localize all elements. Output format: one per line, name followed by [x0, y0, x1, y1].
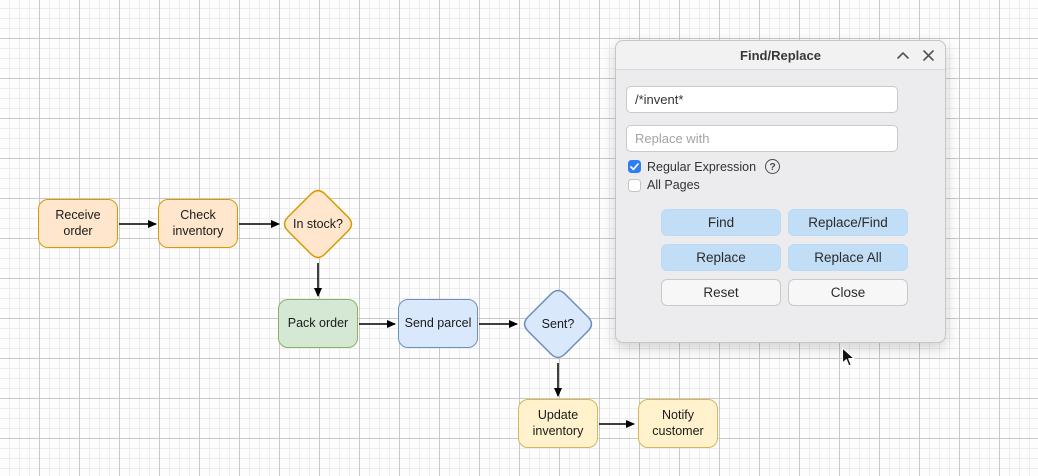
node-label: Notify customer	[652, 407, 704, 438]
mouse-cursor-icon	[841, 347, 856, 373]
node-check-inventory[interactable]: Check inventory	[158, 199, 238, 248]
node-label: Update inventory	[532, 407, 584, 438]
close-icon[interactable]	[922, 49, 935, 62]
node-update-inventory[interactable]: Update inventory	[518, 399, 598, 448]
reset-button[interactable]: Reset	[661, 279, 781, 306]
replace-all-button[interactable]: Replace All	[788, 244, 908, 271]
regular-expression-label: Regular Expression	[647, 159, 757, 174]
node-label: In stock?	[293, 217, 343, 231]
search-input[interactable]	[626, 86, 898, 113]
replace-find-button[interactable]: Replace/Find	[788, 209, 908, 236]
replace-button[interactable]: Replace	[661, 244, 781, 271]
node-send-parcel[interactable]: Send parcel	[398, 299, 478, 348]
node-label: Pack order	[287, 315, 349, 330]
find-replace-dialog: Find/Replace Regular Expression ? All Pa…	[615, 40, 946, 343]
collapse-icon[interactable]	[896, 49, 909, 62]
checkmark-icon	[630, 162, 639, 170]
replace-input[interactable]	[626, 125, 898, 152]
regular-expression-checkbox[interactable]	[628, 160, 641, 173]
help-icon[interactable]: ?	[765, 159, 781, 174]
all-pages-label: All Pages	[647, 178, 700, 192]
node-sent[interactable]: Sent?	[523, 289, 593, 359]
node-pack-order[interactable]: Pack order	[278, 299, 358, 348]
node-receive-order[interactable]: Receive order	[38, 199, 118, 248]
node-in-stock[interactable]: In stock?	[283, 189, 353, 259]
window-controls	[896, 41, 935, 69]
node-label: Receive order	[55, 207, 101, 238]
all-pages-checkbox[interactable]	[628, 178, 641, 192]
node-label: Send parcel	[404, 315, 472, 330]
dialog-titlebar[interactable]: Find/Replace	[616, 41, 945, 70]
node-label: Sent?	[542, 317, 575, 331]
close-button[interactable]: Close	[788, 279, 908, 306]
dialog-buttons: Find Replace/Find Replace Replace All Re…	[661, 209, 908, 306]
node-notify-customer[interactable]: Notify customer	[638, 399, 718, 448]
dialog-title: Find/Replace	[740, 47, 821, 63]
node-label: Check inventory	[172, 207, 224, 238]
find-button[interactable]: Find	[661, 209, 781, 236]
